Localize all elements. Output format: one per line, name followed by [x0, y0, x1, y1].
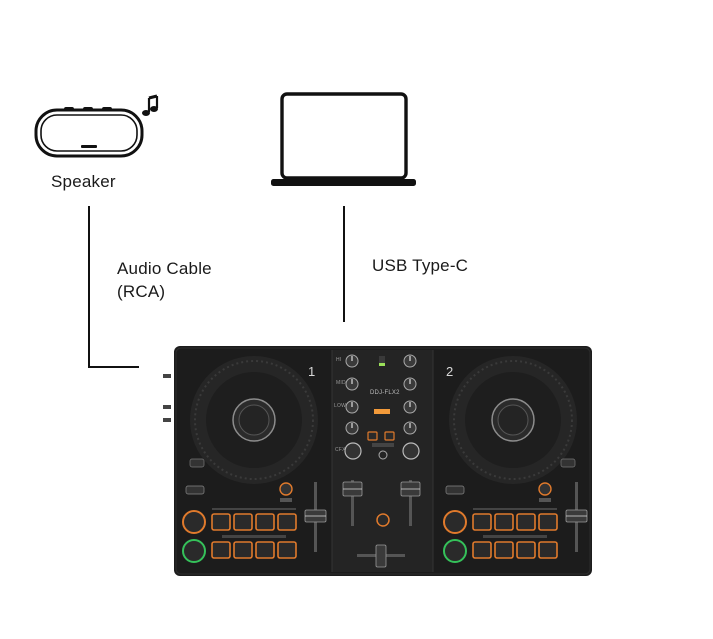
audio-cable-line-vertical	[88, 206, 90, 368]
knob-label-cfx: CFX	[335, 447, 346, 453]
crossfader	[357, 544, 405, 568]
audio-cable-label: Audio Cable (RCA)	[117, 257, 212, 303]
deck-number-right: 2	[446, 364, 454, 379]
tempo-fader-right	[565, 482, 588, 552]
knob-label-hi: HI	[336, 357, 342, 363]
performance-pads-left	[211, 508, 297, 559]
knob-label-mid: MID	[336, 380, 346, 386]
audio-cable-label-line1: Audio Cable	[117, 259, 212, 278]
performance-pads-right	[472, 508, 558, 559]
usb-cable-label: USB Type-C	[372, 256, 469, 275]
audio-cable-label-line2: (RCA)	[117, 282, 166, 301]
knob-label-low: LOW	[334, 403, 346, 409]
mixer-knobs	[344, 354, 420, 460]
dj-controller	[163, 346, 592, 576]
audio-cable-line-horizontal	[88, 366, 139, 368]
usb-cable-line	[343, 206, 345, 322]
speaker-label: Speaker	[51, 172, 116, 191]
tempo-fader-left	[304, 482, 327, 552]
controller-model: DDJ-FLX2	[370, 390, 400, 396]
jog-wheel-right	[449, 356, 577, 484]
channel-fader-right	[400, 480, 421, 526]
speaker-icon	[34, 107, 144, 158]
deck-number-left: 1	[308, 364, 316, 379]
laptop-icon	[271, 92, 416, 186]
music-note-icon	[142, 94, 159, 116]
jog-wheel-left	[190, 356, 318, 484]
channel-fader-left	[342, 480, 363, 526]
